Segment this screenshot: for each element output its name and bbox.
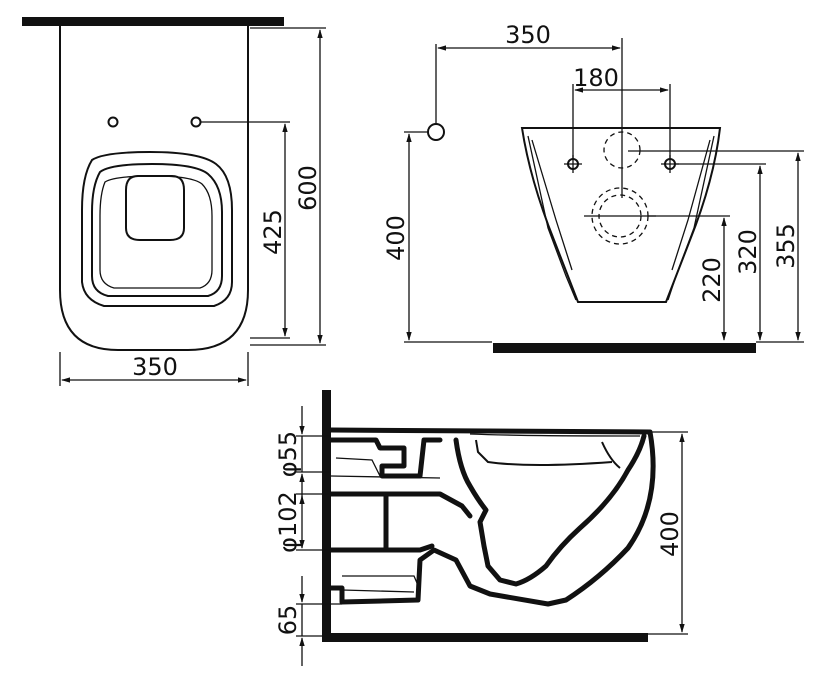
front-view-hole-spacing-label: 180 (573, 64, 619, 92)
top-view-seat-ring (99, 175, 213, 289)
side-view: φ55 φ102 65 400 (274, 390, 688, 666)
front-view-outlet-height-label: 220 (698, 257, 726, 303)
front-view-width-label: 350 (505, 21, 551, 49)
side-view-inlet-pipe (328, 437, 443, 479)
top-view-seat-hole-left (107, 116, 119, 128)
side-view-outlet-diameter-label: φ102 (274, 491, 302, 553)
front-view-top-height-label: 355 (772, 223, 800, 269)
front-view-bowl-outline (520, 127, 722, 303)
top-view-hole-depth-label: 425 (259, 209, 287, 255)
top-view: 600 425 350 (22, 17, 326, 386)
front-view-inlet-height-label: 400 (382, 215, 410, 261)
side-view-bowl-outline (328, 427, 656, 607)
top-view-width-label: 350 (132, 353, 178, 381)
top-view-seat-inner (91, 162, 223, 297)
side-view-inner-bowl (453, 433, 647, 587)
front-view-inlet-marker (427, 123, 445, 141)
side-view-inlet-diameter-label: φ55 (274, 431, 302, 477)
top-view-seat-outer (81, 150, 233, 307)
front-view-hole-height-label: 320 (734, 229, 762, 275)
front-view-floor (493, 343, 756, 353)
front-view: 350 180 400 220 320 355 (382, 21, 804, 353)
side-view-wall (322, 390, 331, 640)
side-view-floor (322, 633, 648, 642)
front-view-inlet-circle (603, 131, 641, 169)
side-view-floor-gap-label: 65 (274, 605, 302, 636)
top-view-wall (22, 17, 284, 26)
top-view-seat-hole-right (190, 116, 202, 128)
side-view-height-label: 400 (656, 511, 684, 557)
top-view-depth-label: 600 (294, 165, 322, 211)
top-view-water-area (125, 175, 185, 241)
top-view-bowl-outline (59, 26, 249, 351)
side-view-outlet-pipe (328, 491, 389, 553)
